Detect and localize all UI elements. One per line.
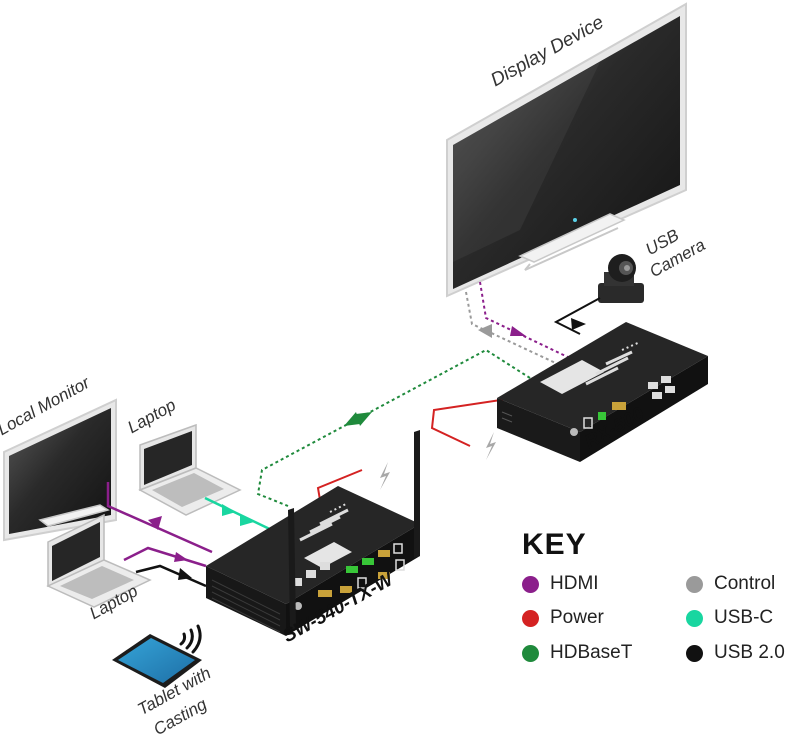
cable-usb-laptop-tx xyxy=(135,564,207,588)
laptop-top xyxy=(138,423,242,516)
key-title: KEY xyxy=(522,528,587,561)
key-dot-hdmi xyxy=(522,575,539,593)
local-monitor xyxy=(3,398,117,542)
key-label-usb-2: USB 2.0 xyxy=(714,642,785,663)
key-dot-control xyxy=(686,575,703,593)
key-label-hdbaset: HDBaseT xyxy=(550,642,633,663)
cable-hdmi-tx-monitor xyxy=(106,482,213,554)
key-item-hdbaset: HDBaseT xyxy=(522,641,632,665)
key-label-control: Control xyxy=(714,573,776,594)
key-item-usb-2: USB 2.0 xyxy=(686,641,785,665)
cable-power-rx xyxy=(430,394,535,460)
key-item-hdmi: HDMI xyxy=(522,572,599,596)
key-label-hdmi: HDMI xyxy=(550,573,599,594)
cable-control-display-rx xyxy=(465,291,563,367)
display-device xyxy=(446,2,687,298)
cable-usb-camera-rx xyxy=(553,297,601,335)
key-item-power: Power xyxy=(522,606,604,630)
key-dot-hdbaset xyxy=(522,644,539,662)
key-label-usb-c: USB-C xyxy=(714,607,774,628)
key-item-usb-c: USB-C xyxy=(686,606,773,630)
wifi-cast-icon xyxy=(179,624,202,654)
cable-hdbaset-tx-rx xyxy=(256,348,531,507)
usb-camera xyxy=(598,254,644,303)
key-item-control: Control xyxy=(686,572,775,596)
key-label-power: Power xyxy=(550,607,604,628)
wifi-antenna-icon xyxy=(288,430,420,630)
cable-hdmi-display-rx xyxy=(479,281,575,361)
rx-500-device xyxy=(497,322,708,462)
key-dot-usb-c xyxy=(686,609,703,627)
cable-hdmi-laptop-tx xyxy=(123,546,207,568)
tablet-with-casting xyxy=(112,634,202,688)
laptop-bottom xyxy=(46,513,152,608)
key-dot-usb-2 xyxy=(686,644,703,662)
sw-540-tx-w-device xyxy=(206,486,420,636)
cable-usbc-laptop-tx xyxy=(204,496,281,536)
key-dot-power xyxy=(522,609,539,627)
